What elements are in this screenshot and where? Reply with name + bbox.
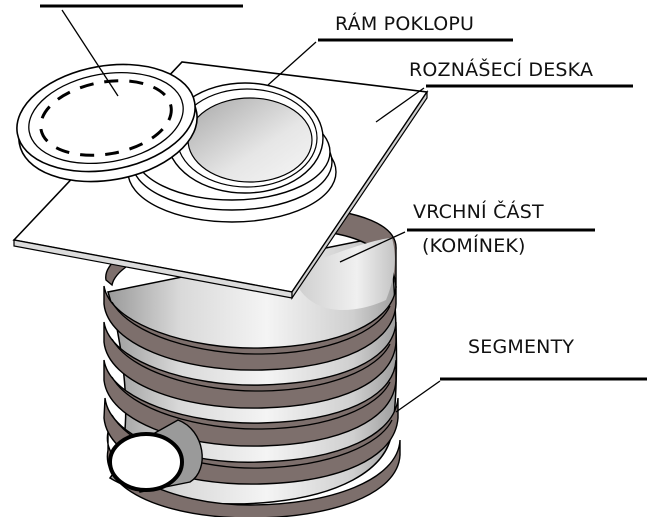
label-roznaseci-deska: ROZNÁŠECÍ DESKA	[409, 57, 593, 81]
label-segmenty: SEGMENTY	[468, 336, 574, 358]
label-ram-poklopu: RÁM POKLOPU	[335, 12, 474, 35]
pipe-opening	[110, 434, 182, 490]
label-vrchni-cast: VRCHNÍ ČÁST	[413, 199, 544, 223]
frame-opening	[188, 98, 312, 182]
label-kominek: (KOMÍNEK)	[422, 234, 526, 257]
